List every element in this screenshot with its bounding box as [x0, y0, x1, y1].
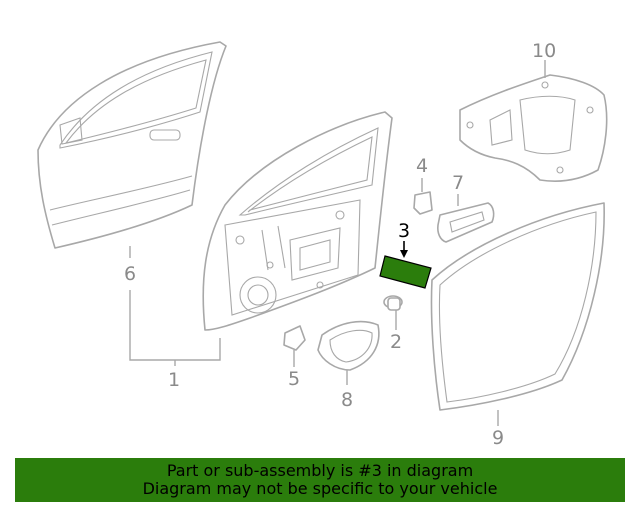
- outer-door-panel: [37, 41, 227, 249]
- callout-4: 4: [416, 155, 428, 177]
- callout-2: 2: [390, 331, 402, 353]
- callout-1: 1: [168, 369, 180, 391]
- callout-8: 8: [341, 389, 353, 411]
- parts-diagram: 1 2 3 4 5 6 7 8 9 10: [37, 40, 608, 449]
- banner-line-1: Part or sub-assembly is #3 in diagram: [166, 461, 474, 480]
- banner-line-2: Diagram may not be specific to your vehi…: [142, 479, 498, 498]
- plug-part-2: [383, 295, 403, 311]
- callout-3: 3: [398, 220, 410, 242]
- callout-labels: 1 2 3 4 5 6 7 8 9 10: [124, 40, 556, 449]
- bracket-part-4: [413, 191, 433, 215]
- callout-5: 5: [288, 368, 300, 390]
- callout-9: 9: [492, 427, 504, 449]
- highlighted-part-3: [379, 255, 432, 289]
- door-pocket-part-8: [317, 320, 380, 371]
- callout-6: 6: [124, 263, 136, 285]
- callout-10: 10: [532, 40, 556, 62]
- inside-handle: [437, 202, 495, 243]
- callout-7: 7: [452, 172, 464, 194]
- clip-part-5: [283, 325, 306, 351]
- inner-door-frame: [202, 111, 393, 331]
- weatherstrip-part-9: [430, 202, 605, 411]
- door-panel-insulator: [459, 74, 608, 182]
- notice-banner: Part or sub-assembly is #3 in diagram Di…: [15, 458, 625, 502]
- leader-lines: [129, 60, 546, 426]
